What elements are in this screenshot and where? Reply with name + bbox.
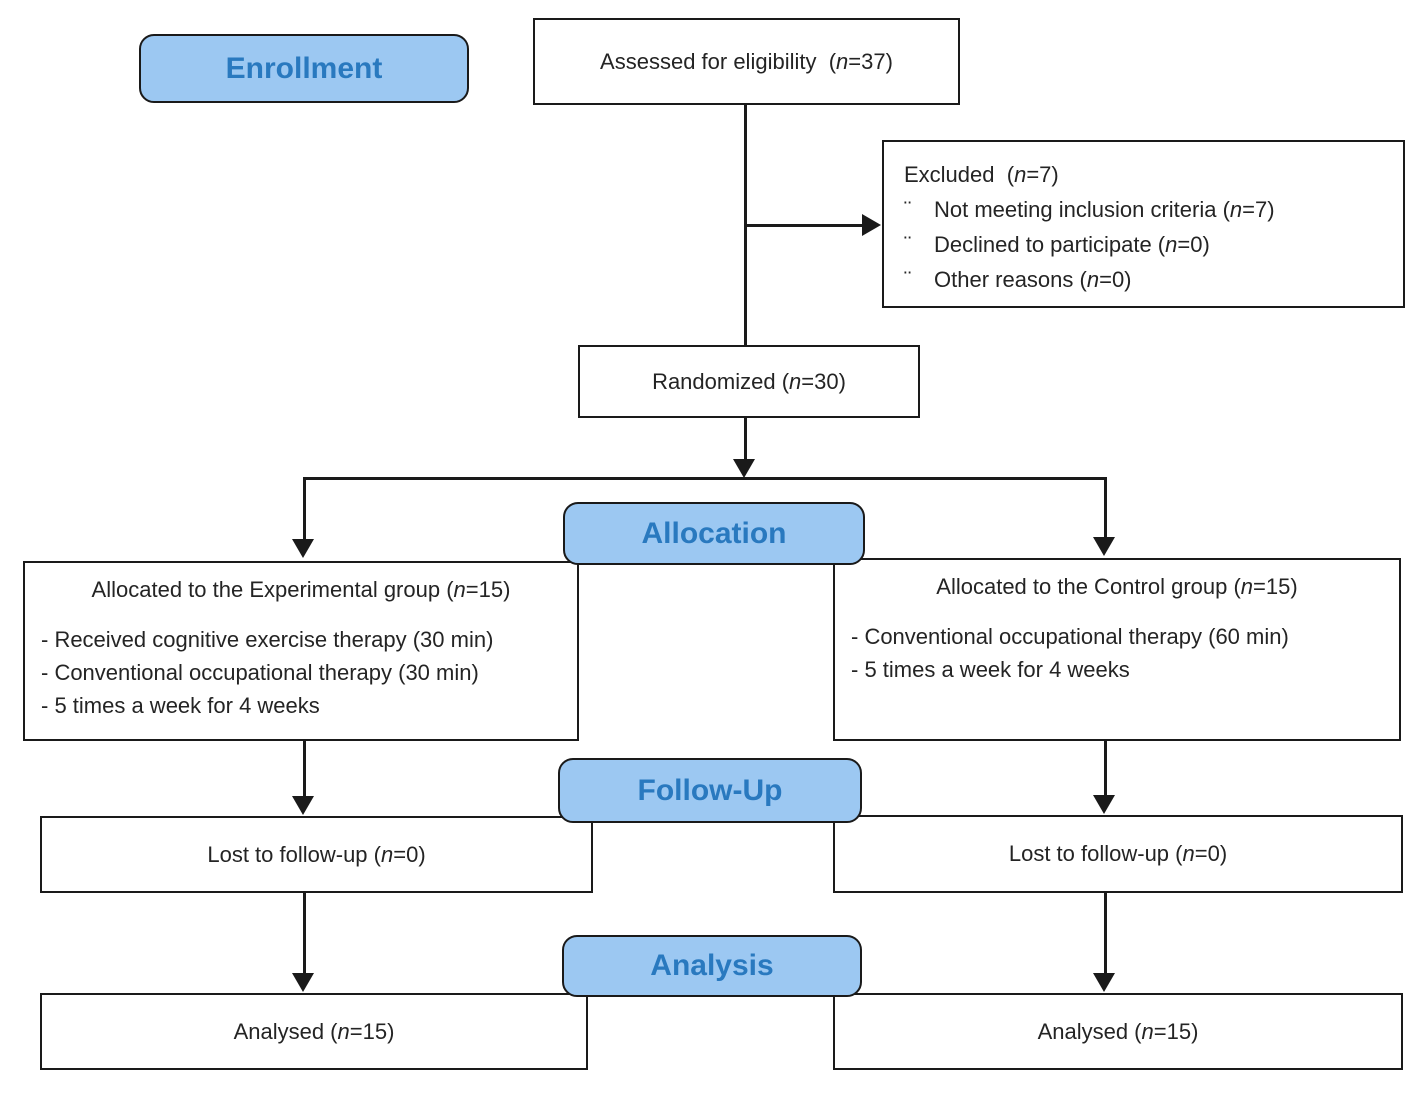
- randomized-box: Randomized (n=30): [578, 345, 920, 418]
- bullet-icon: ¨: [904, 267, 912, 292]
- line-alloc-to-lost-right: [1104, 741, 1107, 796]
- line-lost-to-analysed-right: [1104, 893, 1107, 974]
- excluded-box: Excluded (n=7) ¨ Not meeting inclusion c…: [882, 140, 1405, 308]
- bullet-icon: ¨: [904, 197, 912, 222]
- excluded-item-text: Other reasons (n=0): [934, 267, 1132, 292]
- excluded-item: ¨ Other reasons (n=0): [904, 262, 1395, 297]
- arrowhead-lost-right-icon: [1093, 795, 1115, 814]
- excluded-item-text: Not meeting inclusion criteria (n=7): [934, 197, 1275, 222]
- analysed-right-box: Analysed (n=15): [833, 993, 1403, 1070]
- allocation-item: - 5 times a week for 4 weeks: [41, 693, 320, 718]
- allocation-item: - Received cognitive exercise therapy (3…: [41, 627, 494, 652]
- analysed-left-box: Analysed (n=15): [40, 993, 588, 1070]
- analysed-left-text: Analysed (n=15): [233, 1018, 395, 1044]
- stage-analysis: Analysis: [562, 935, 862, 997]
- bullet-icon: ¨: [904, 232, 912, 257]
- lost-followup-left-box: Lost to follow-up (n=0): [40, 816, 593, 893]
- line-lost-to-analysed-left: [303, 893, 306, 974]
- arrowhead-lost-left-icon: [292, 796, 314, 815]
- excluded-item: ¨ Declined to participate (n=0): [904, 227, 1395, 262]
- analysed-right-text: Analysed (n=15): [1037, 1018, 1199, 1044]
- arrowhead-branch-icon: [733, 459, 755, 478]
- line-branch-horizontal: [304, 477, 1106, 480]
- line-randomized-to-branch: [744, 418, 747, 460]
- lost-followup-right-text: Lost to follow-up (n=0): [1008, 841, 1228, 866]
- excluded-item: ¨ Not meeting inclusion criteria (n=7): [904, 192, 1395, 227]
- stage-enrollment-label: Enrollment: [225, 51, 383, 85]
- assessed-text: Assessed for eligibility (n=37): [600, 48, 893, 74]
- lost-followup-right-box: Lost to follow-up (n=0): [833, 815, 1403, 893]
- stage-followup-label: Follow-Up: [637, 773, 783, 807]
- arrowhead-analysed-left-icon: [292, 973, 314, 992]
- line-alloc-to-lost-left: [303, 741, 306, 797]
- allocation-item: - 5 times a week for 4 weeks: [851, 657, 1130, 682]
- stage-enrollment: Enrollment: [139, 34, 469, 103]
- arrowhead-alloc-right-icon: [1093, 537, 1115, 556]
- allocation-control-title: Allocated to the Control group (n=15): [936, 574, 1298, 599]
- excluded-item-text: Declined to participate (n=0): [934, 232, 1210, 257]
- excluded-title: Excluded (n=7): [904, 162, 1059, 187]
- line-to-excluded: [745, 224, 864, 227]
- assessed-box: Assessed for eligibility (n=37): [533, 18, 960, 105]
- allocation-item: - Conventional occupational therapy (30 …: [41, 660, 479, 685]
- arrowhead-excluded-icon: [862, 214, 881, 236]
- arrowhead-analysed-right-icon: [1093, 973, 1115, 992]
- line-branch-left-down: [303, 477, 306, 539]
- stage-allocation-label: Allocation: [641, 516, 787, 550]
- allocation-experimental-title: Allocated to the Experimental group (n=1…: [91, 577, 511, 602]
- stage-followup: Follow-Up: [558, 758, 862, 823]
- stage-analysis-label: Analysis: [650, 949, 774, 982]
- stage-allocation: Allocation: [563, 502, 865, 565]
- arrowhead-alloc-left-icon: [292, 539, 314, 558]
- randomized-text: Randomized (n=30): [652, 368, 846, 394]
- line-branch-right-down: [1104, 477, 1107, 539]
- allocation-item: - Conventional occupational therapy (60 …: [851, 624, 1289, 649]
- lost-followup-left-text: Lost to follow-up (n=0): [207, 841, 426, 867]
- allocation-control-box: Allocated to the Control group (n=15) - …: [833, 558, 1401, 741]
- allocation-experimental-box: Allocated to the Experimental group (n=1…: [23, 561, 579, 741]
